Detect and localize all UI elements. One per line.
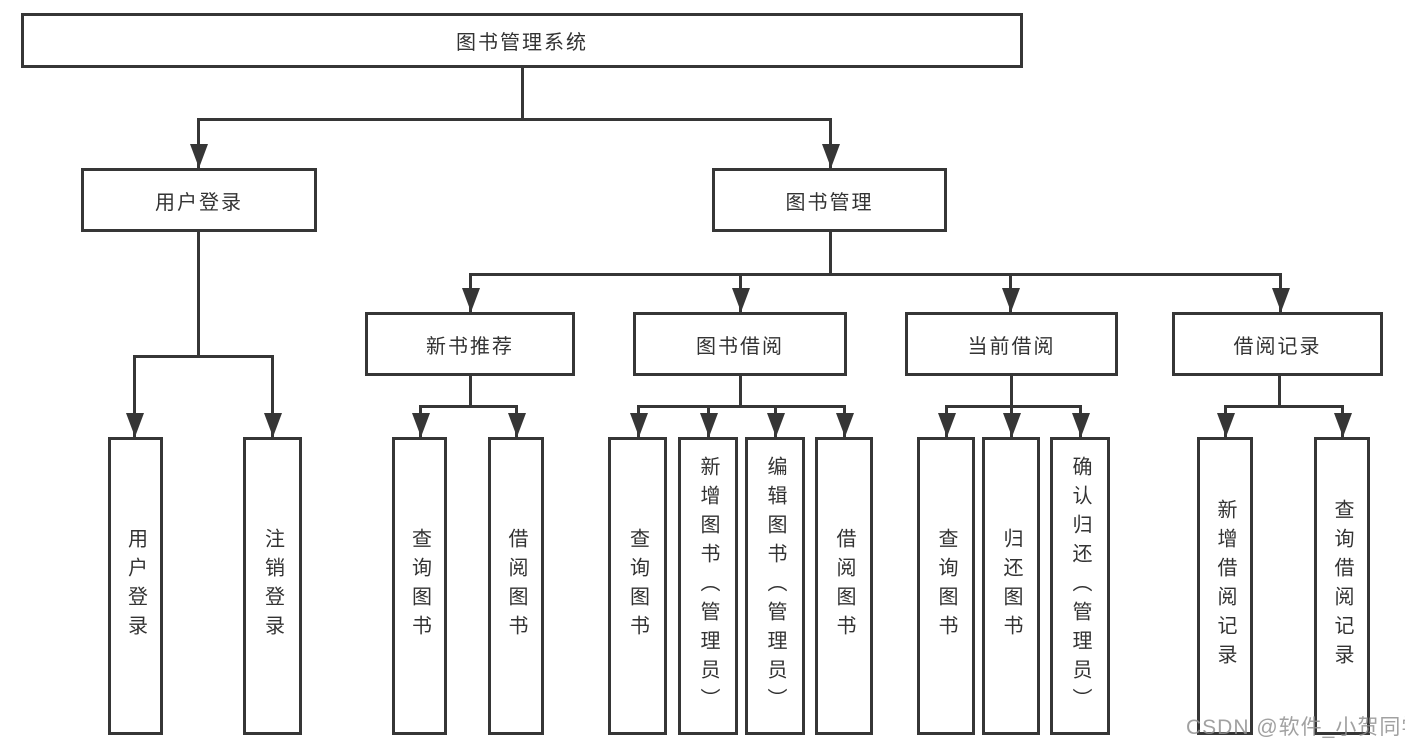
arrow-to-current-borrow [1001, 273, 1020, 312]
node-current-borrow: 当前借阅 [905, 312, 1118, 376]
node-book-borrow-label: 图书借阅 [696, 335, 784, 358]
leaf-br-query-record: 查询借阅记录 [1314, 437, 1370, 735]
leaf-user-login-label: 用户登录 [124, 528, 147, 644]
leaf-bb-query-books: 查询图书 [608, 437, 667, 735]
node-new-book: 新书推荐 [365, 312, 575, 376]
connector-book-borrow-stub [739, 376, 742, 408]
node-book-borrow: 图书借阅 [633, 312, 847, 376]
leaf-cb-return-books-label: 归还图书 [1000, 528, 1022, 644]
leaf-bb-query-books-label: 查询图书 [626, 528, 649, 644]
leaf-nb-borrow-books: 借阅图书 [488, 437, 544, 735]
arrow-to-user-login-leaf [125, 355, 144, 437]
connector-new-book-rail [419, 405, 518, 408]
node-root-system-label: 图书管理系统 [456, 32, 588, 54]
leaf-bb-borrow-books: 借阅图书 [815, 437, 873, 735]
arrow-to-new-book [461, 273, 480, 312]
leaf-logout-label: 注销登录 [261, 528, 284, 644]
arrow-to-bb-add [699, 405, 718, 437]
leaf-logout: 注销登录 [243, 437, 302, 735]
connector-user-login-rail [133, 355, 274, 358]
leaf-br-query-record-label: 查询借阅记录 [1331, 499, 1353, 673]
arrow-to-cb-confirm [1071, 405, 1090, 437]
leaf-bb-add-books-admin: 新增图书（管理员） [678, 437, 738, 735]
leaf-bb-borrow-books-label: 借阅图书 [833, 528, 855, 644]
arrow-to-bb-query [629, 405, 648, 437]
connector-root-stub [521, 68, 524, 118]
leaf-bb-edit-books-admin: 编辑图书（管理员） [745, 437, 805, 735]
arrow-to-borrow-record [1271, 273, 1290, 312]
connector-current-borrow-rail [945, 405, 1082, 408]
arrow-to-cb-return [1002, 405, 1021, 437]
leaf-br-add-record-label: 新增借阅记录 [1214, 499, 1236, 673]
arrow-to-br-query [1333, 405, 1352, 437]
arrow-to-logout-leaf [263, 355, 282, 437]
node-book-mgmt: 图书管理 [712, 168, 947, 232]
connector-book-mgmt-stub [829, 232, 832, 276]
arrow-to-br-add [1216, 405, 1235, 437]
connector-book-borrow-rail [637, 405, 846, 408]
arrow-to-book-mgmt [821, 118, 840, 168]
connector-borrow-record-rail [1224, 405, 1344, 408]
node-new-book-label: 新书推荐 [426, 335, 514, 358]
csdn-watermark: CSDN @软件_小贺同学 [1186, 716, 1405, 739]
leaf-br-add-record: 新增借阅记录 [1197, 437, 1253, 735]
connector-user-login-stub [197, 232, 200, 355]
arrow-to-user-login [189, 118, 208, 168]
connector-level3-rail [469, 273, 1282, 276]
node-book-mgmt-label: 图书管理 [785, 191, 874, 214]
leaf-nb-query-books-label: 查询图书 [408, 528, 431, 644]
leaf-bb-edit-books-admin-label: 编辑图书（管理员） [764, 455, 786, 717]
leaf-cb-return-books: 归还图书 [982, 437, 1040, 735]
arrow-to-bb-edit [766, 405, 785, 437]
node-current-borrow-label: 当前借阅 [967, 335, 1056, 358]
arrow-to-cb-query [937, 405, 956, 437]
leaf-cb-confirm-return-admin-label: 确认归还（管理员） [1069, 455, 1091, 717]
leaf-user-login: 用户登录 [108, 437, 163, 735]
connector-current-borrow-stub [1010, 376, 1013, 408]
node-user-login-label: 用户登录 [155, 191, 243, 214]
connector-level2-rail [197, 118, 832, 121]
connector-new-book-stub [469, 376, 472, 408]
node-user-login: 用户登录 [81, 168, 317, 232]
arrow-to-nb-query [411, 405, 430, 437]
leaf-cb-query-books-label: 查询图书 [935, 528, 957, 644]
connector-borrow-record-stub [1278, 376, 1281, 408]
arrow-to-book-borrow [731, 273, 750, 312]
arrow-to-bb-borrow [835, 405, 854, 437]
leaf-cb-query-books: 查询图书 [917, 437, 975, 735]
leaf-cb-confirm-return-admin: 确认归还（管理员） [1050, 437, 1110, 735]
node-root-system: 图书管理系统 [21, 13, 1023, 68]
leaf-nb-borrow-books-label: 借阅图书 [505, 528, 527, 644]
node-borrow-record-label: 借阅记录 [1233, 335, 1322, 358]
arrow-to-nb-borrow [507, 405, 526, 437]
leaf-bb-add-books-admin-label: 新增图书（管理员） [697, 455, 719, 717]
node-borrow-record: 借阅记录 [1172, 312, 1383, 376]
leaf-nb-query-books: 查询图书 [392, 437, 447, 735]
